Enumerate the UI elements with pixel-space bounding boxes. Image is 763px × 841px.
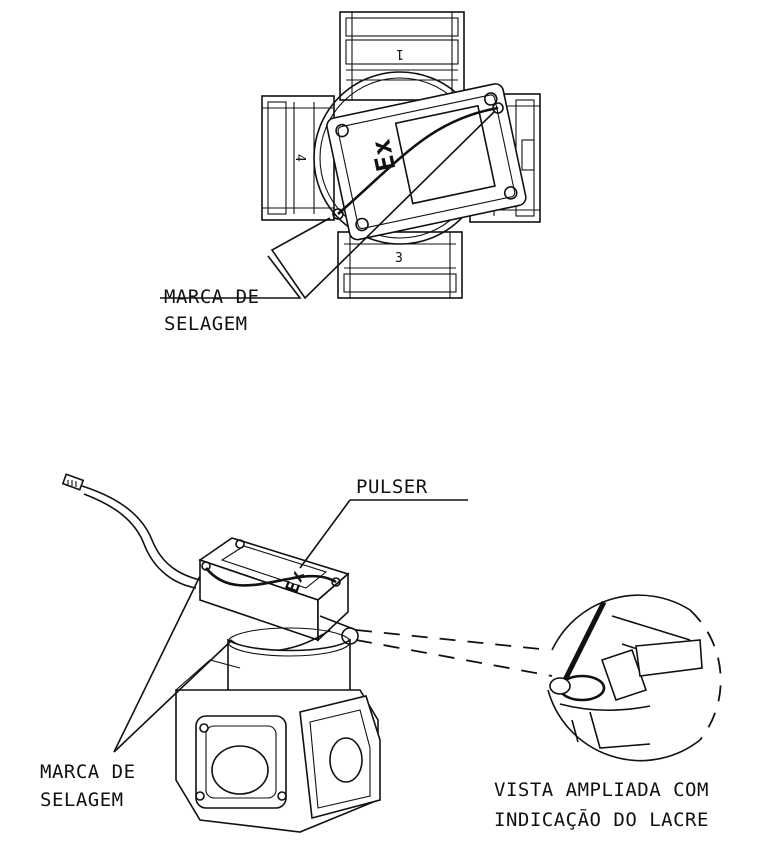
seal-wire-top xyxy=(337,106,499,215)
pulser-housing-top xyxy=(326,83,527,241)
pulser-leader xyxy=(299,499,351,569)
meter-body xyxy=(175,659,381,833)
pulser-housing-iso xyxy=(198,537,350,642)
seal-label-top-line1: MARCA DE xyxy=(164,286,260,308)
port-label-1: 1 xyxy=(396,46,404,61)
detail-caption-line1: VISTA AMPLIADA COM xyxy=(494,779,709,801)
detail-view xyxy=(341,594,722,762)
seal-label-iso-line1: MARCA DE xyxy=(40,761,136,783)
port-label-4: 4 xyxy=(292,154,307,162)
port-label-3: 3 xyxy=(395,251,403,266)
pulser-label: PULSER xyxy=(356,476,428,498)
seal-label-iso-line2: SELAGEM xyxy=(40,789,124,811)
port-left xyxy=(261,95,335,221)
cable-connector xyxy=(61,473,85,491)
top-view: 1 3 4 xyxy=(160,11,541,300)
seal-leader-iso xyxy=(113,575,201,753)
seal-leader-top xyxy=(270,111,495,300)
cable xyxy=(81,485,201,581)
seal-wire-iso xyxy=(204,567,337,587)
seal-label-top-line2: SELAGEM xyxy=(164,313,248,335)
detail-cable xyxy=(557,600,607,692)
ex-mark-top: Ex xyxy=(366,136,402,174)
iso-view: Ex xyxy=(61,473,468,833)
detail-circle xyxy=(551,594,691,651)
detail-caption-line2: INDICAÇÃO DO LACRE xyxy=(494,808,709,831)
